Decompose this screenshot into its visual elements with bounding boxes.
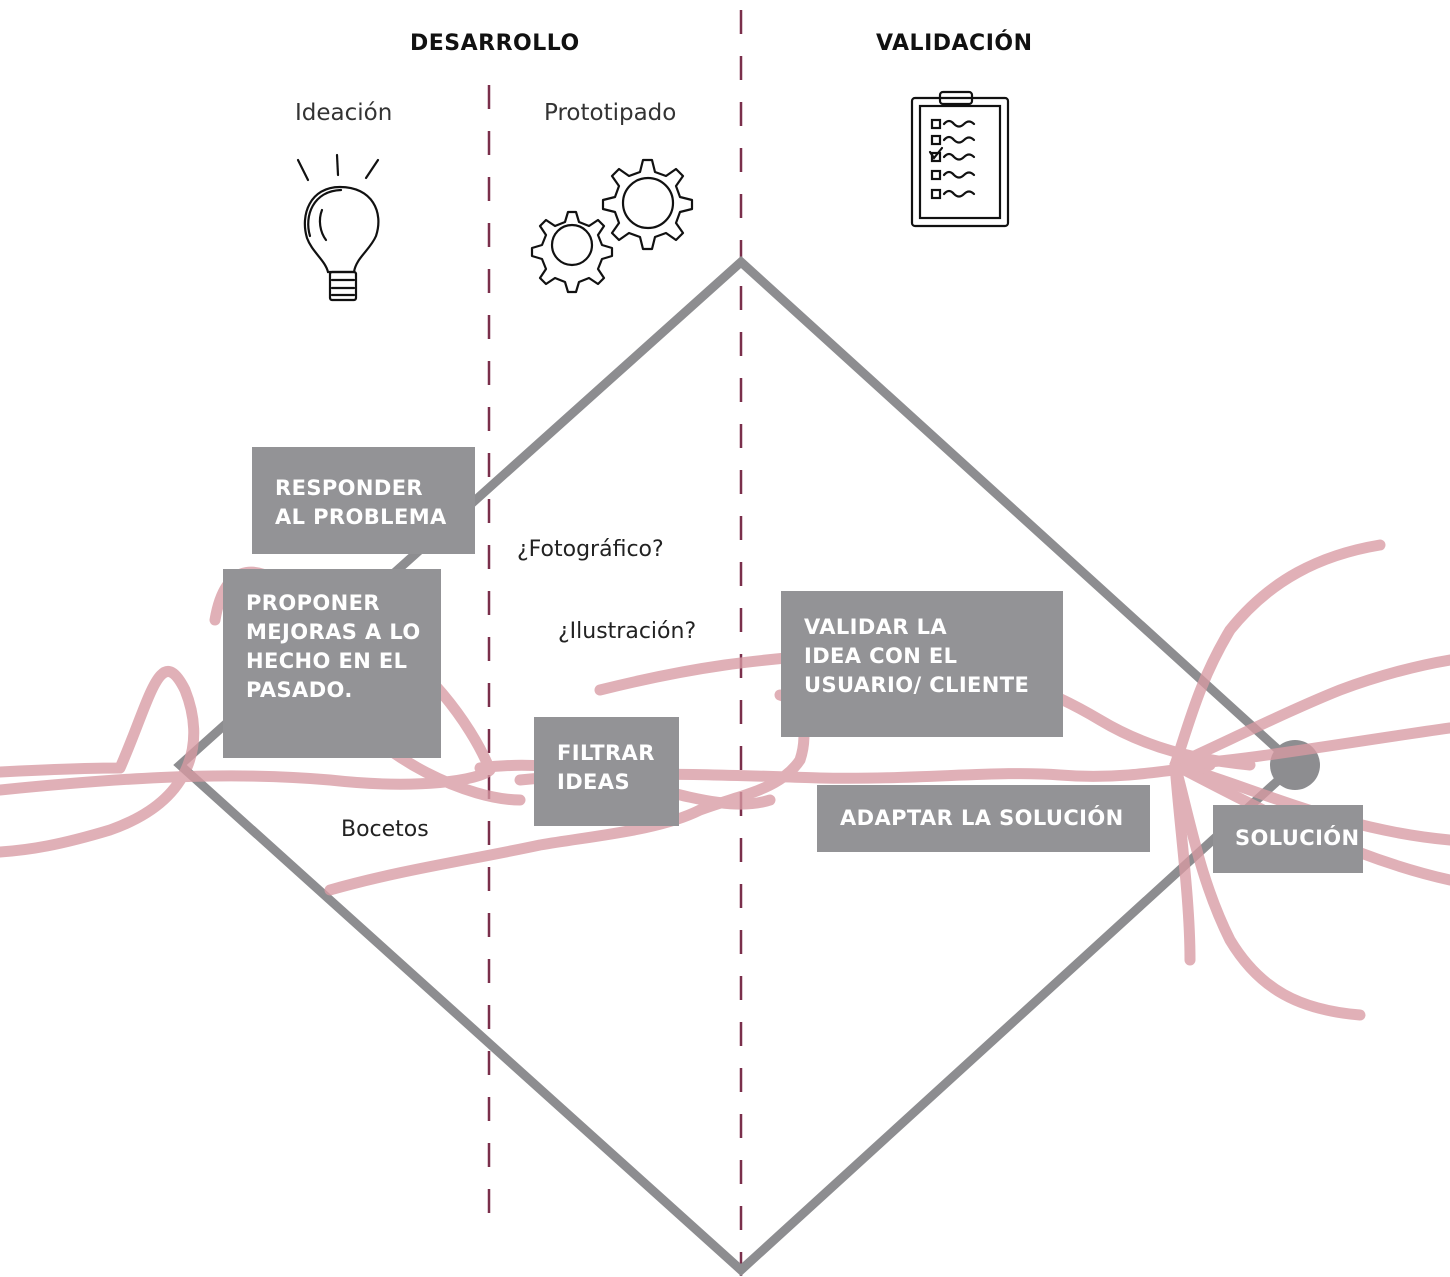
respond-problem-box: RESPONDER AL PROBLEMA xyxy=(252,447,475,554)
filter-ideas-text: FILTRAR IDEAS xyxy=(557,741,655,794)
illustration-note: ¿Ilustración? xyxy=(558,619,697,644)
propose-improvements-text: PROPONER MEJORAS A LO HECHO EN EL PASADO… xyxy=(246,591,421,702)
gears-icon xyxy=(530,158,694,294)
photographic-note: ¿Fotográfico? xyxy=(517,537,664,562)
validation-heading: VALIDACIÓN xyxy=(876,31,1033,56)
propose-improvements-box: PROPONER MEJORAS A LO HECHO EN EL PASADO… xyxy=(223,569,441,758)
prototyping-label: Prototipado xyxy=(544,100,677,126)
clipboard-checklist-icon xyxy=(910,90,1010,228)
respond-problem-text: RESPONDER AL PROBLEMA xyxy=(275,476,447,529)
solution-text: SOLUCIÓN xyxy=(1235,826,1360,850)
filter-ideas-box: FILTRAR IDEAS xyxy=(534,717,679,826)
sketches-note: Bocetos xyxy=(341,817,429,842)
adapt-solution-text: ADAPTAR LA SOLUCIÓN xyxy=(840,806,1124,830)
validate-idea-box: VALIDAR LA IDEA CON EL USUARIO/ CLIENTE xyxy=(781,591,1063,737)
ideation-label: Ideación xyxy=(295,100,393,126)
adapt-solution-box: ADAPTAR LA SOLUCIÓN xyxy=(817,785,1150,852)
development-heading: DESARROLLO xyxy=(410,31,580,56)
process-diamond xyxy=(173,255,1302,1277)
solution-box: SOLUCIÓN xyxy=(1213,805,1363,873)
lightbulb-icon xyxy=(296,153,380,302)
validate-idea-text: VALIDAR LA IDEA CON EL USUARIO/ CLIENTE xyxy=(804,615,1030,697)
process-scribble xyxy=(0,539,1450,1021)
